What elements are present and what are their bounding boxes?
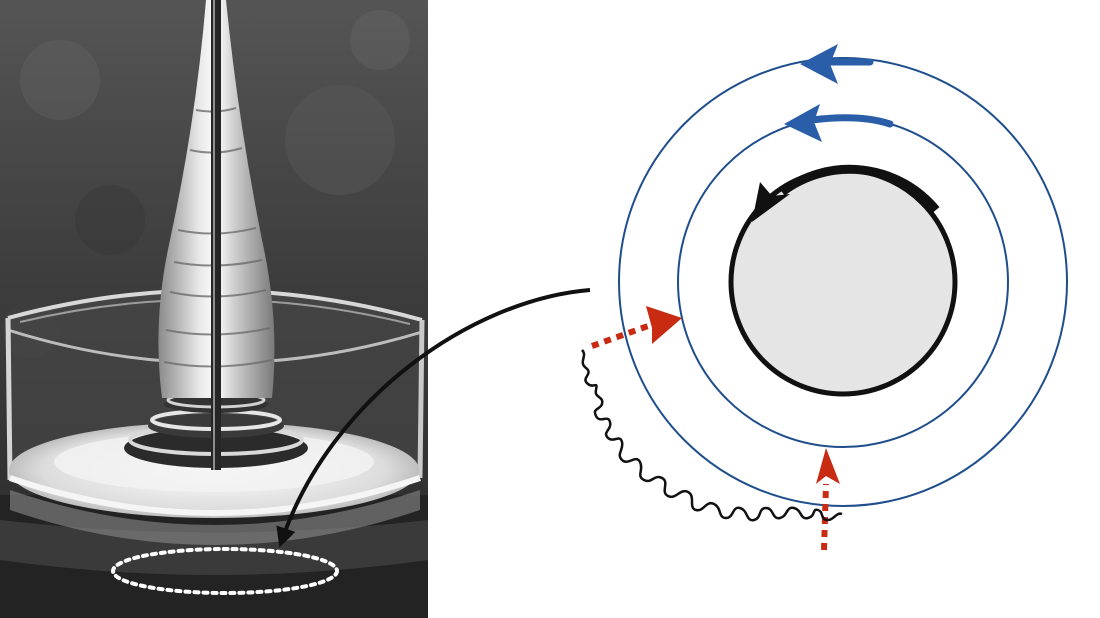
outer-rotation-arrow-icon [800, 44, 874, 84]
highlight-ellipse [111, 547, 339, 595]
inflow-arrow-left-icon [590, 306, 682, 349]
outer-orbit-ring [618, 57, 1068, 507]
dish-right-edge [417, 319, 425, 479]
liquid-reflection [10, 490, 420, 545]
inner-rotation-arrow-icon [752, 164, 940, 222]
fluctuation-squiggle-icon [580, 349, 843, 522]
connector-arrow [276, 288, 591, 548]
schematic-panel [580, 44, 1068, 551]
rod-highlight [213, 0, 215, 470]
middle-rotation-arrow-icon [784, 104, 894, 142]
photo-panel [0, 0, 428, 618]
liquid-front-edge [9, 475, 421, 516]
dish-left-edge [5, 317, 13, 481]
inflow-arrow-bottom-icon [816, 448, 840, 551]
rotating-rod [211, 0, 221, 470]
